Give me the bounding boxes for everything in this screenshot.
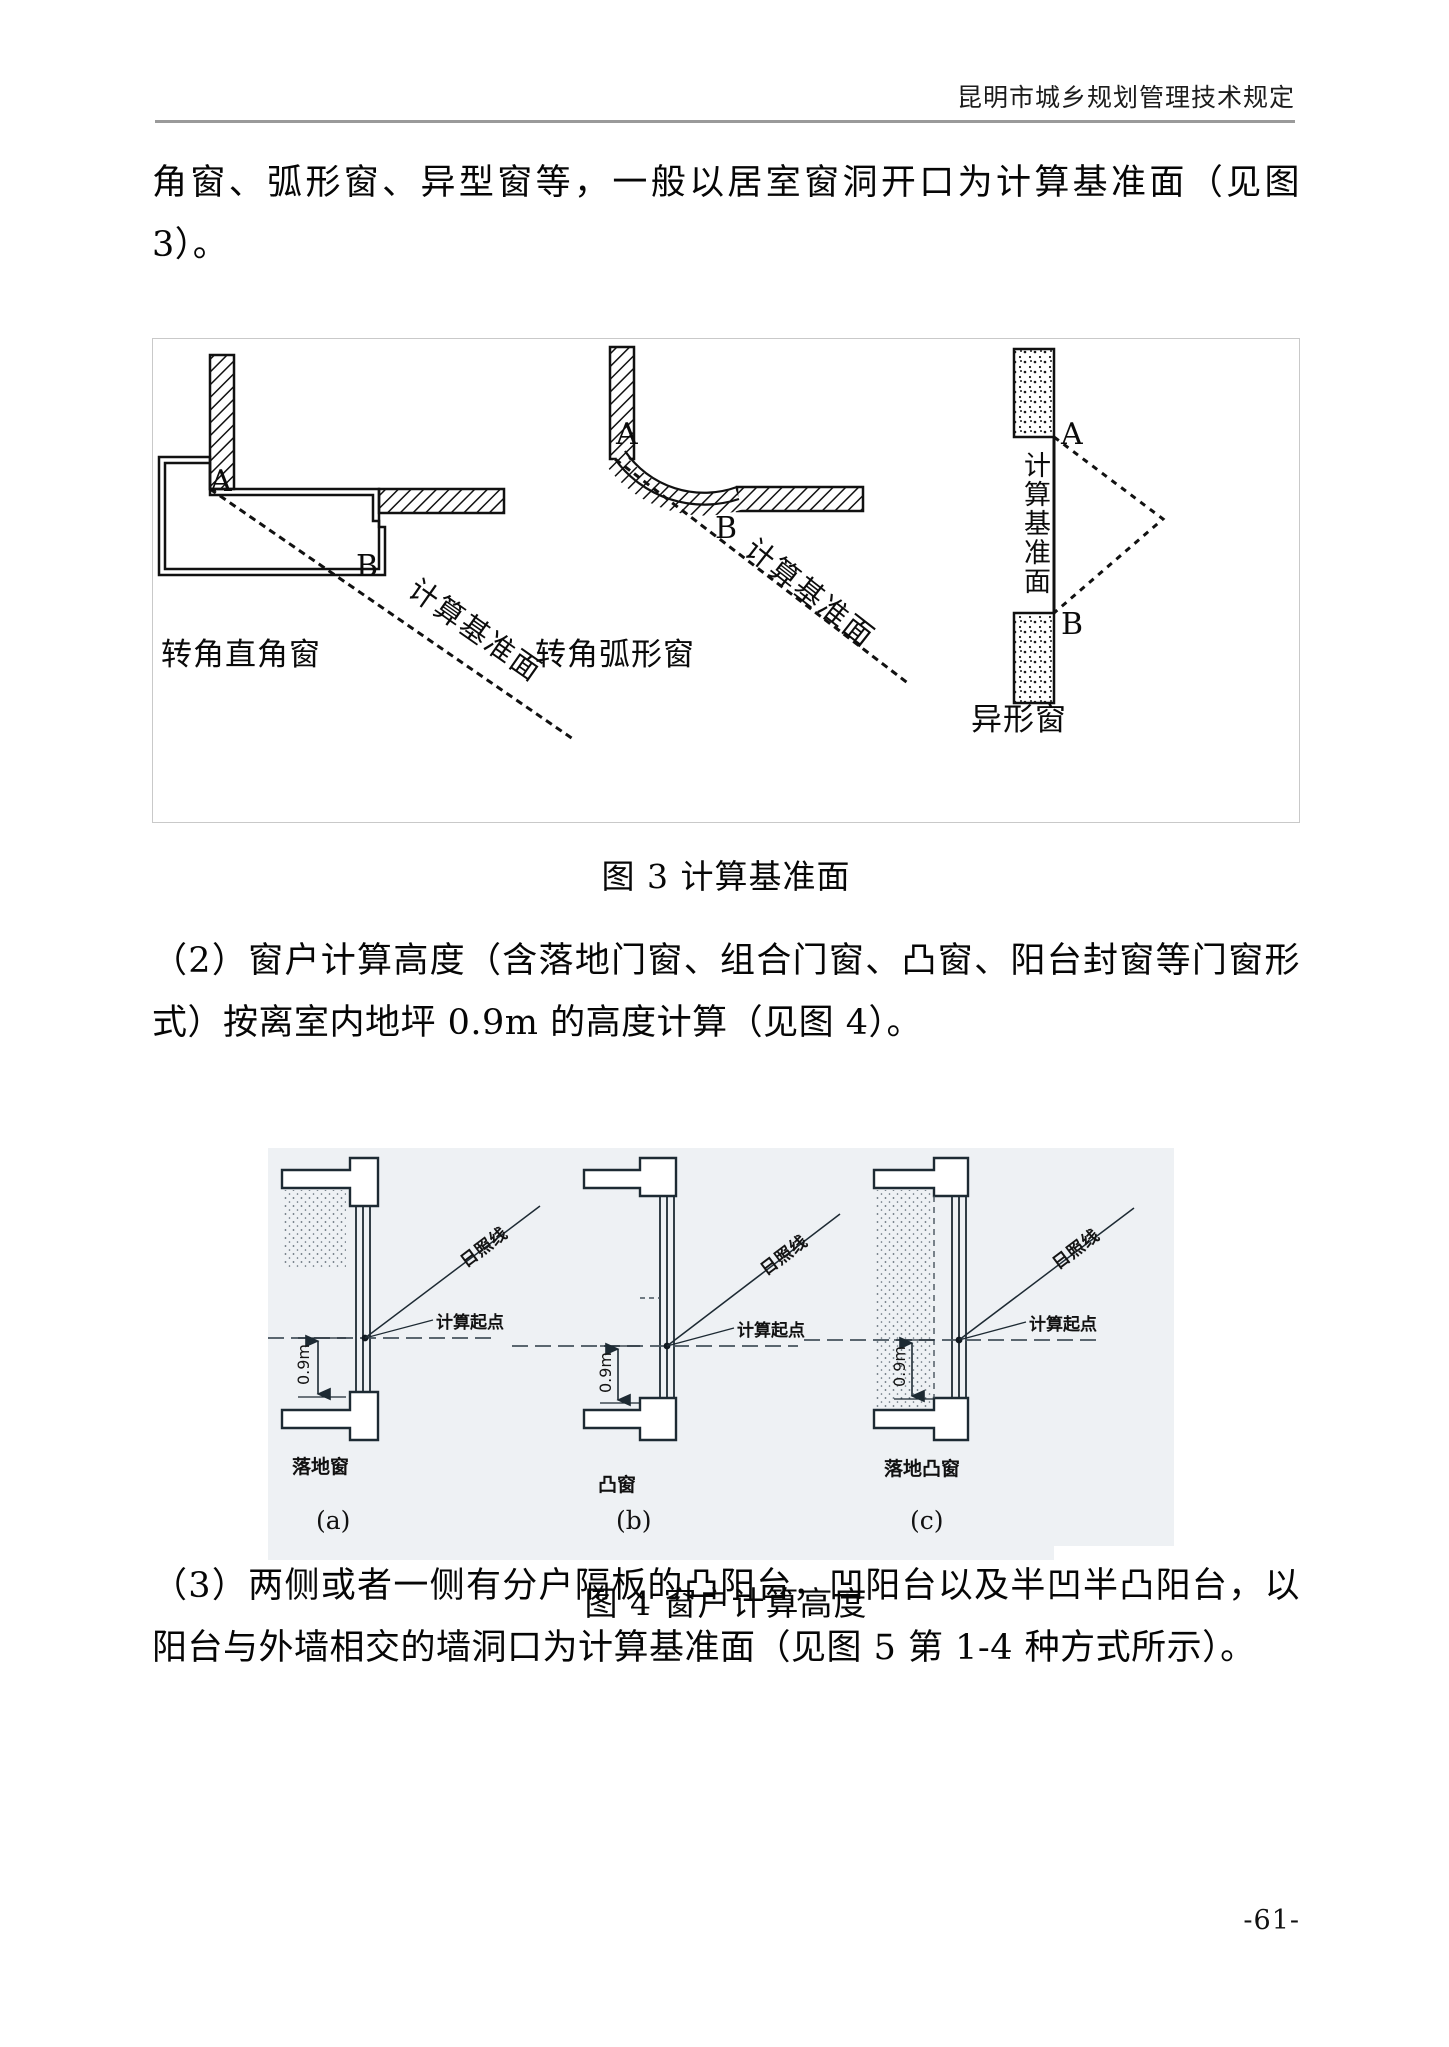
panel-c-startpoint-label: 计算起点 xyxy=(1029,1315,1097,1335)
panel-corner-arc-window xyxy=(606,345,910,686)
panel-french-window xyxy=(268,1156,541,1442)
panel1-caption: 转角直角窗 xyxy=(161,637,321,673)
panel2-point-a: A xyxy=(616,417,638,452)
panel-b-dimension-label: 0.9m xyxy=(596,1352,615,1394)
figure-3-caption: 图 3 计算基准面 xyxy=(601,857,851,896)
panel-a-caption: 落地窗 xyxy=(292,1456,350,1478)
panel-c-caption: 落地凸窗 xyxy=(884,1458,961,1480)
panel2-point-b: B xyxy=(715,511,738,546)
panel-b-letter: (b) xyxy=(616,1506,652,1535)
panel2-caption: 转角弧形窗 xyxy=(535,637,695,673)
panel-b-startpoint-label: 计算起点 xyxy=(737,1321,805,1341)
paragraph-3: （3）两侧或者一侧有分户隔板的凸阳台，凹阳台以及半凹半凸阳台，以阳台与外墙相交的… xyxy=(152,1566,1300,1668)
panel3-point-a: A xyxy=(1061,417,1083,452)
figure-4-container: 日照线 日照线 日照线 计算起点 计算起点 计算起点 0.9m 0.9m 0.9… xyxy=(268,1148,1174,1560)
panel-b-caption: 凸窗 xyxy=(598,1474,637,1496)
panel3-point-b: B xyxy=(1061,607,1084,642)
panel1-point-a: A xyxy=(210,464,232,499)
panel1-point-b: B xyxy=(356,549,379,584)
page-number: -61- xyxy=(1243,1905,1300,1936)
panel-a-letter: (a) xyxy=(316,1506,351,1535)
panel-c-letter: (c) xyxy=(910,1506,944,1535)
running-header: 昆明市城乡规划管理技术规定 xyxy=(956,83,1295,112)
panel-a-dimension-label: 0.9m xyxy=(294,1344,313,1386)
paragraph-1: 角窗、弧形窗、异型窗等，一般以居室窗洞开口为计算基准面（见图 3）。 xyxy=(152,163,1300,265)
panel-a-startpoint-label: 计算起点 xyxy=(436,1313,504,1333)
figure-4-drawing xyxy=(268,1156,1135,1442)
panel3-caption: 异形窗 xyxy=(971,702,1067,738)
figure-3-container: A B 计算基准面 A B 计算基准面 A B 计算基准面 转角直角窗 转角弧形… xyxy=(152,338,1300,823)
panel-corner-right-angle-window xyxy=(157,353,574,741)
figure-4-corner-notch xyxy=(1054,1546,1174,1560)
header-rule xyxy=(155,120,1295,123)
paragraph-2: （2）窗户计算高度（含落地门窗、组合门窗、凸窗、阳台封窗等门窗形式）按离室内地坪… xyxy=(152,941,1300,1043)
panel-irregular-window xyxy=(1012,347,1166,705)
panel-french-bay-window xyxy=(804,1156,1135,1442)
figure-4-caption: 图 4 窗户计算高度 xyxy=(584,1584,868,1623)
panel-c-dimension-label: 0.9m xyxy=(890,1346,909,1388)
panel3-baseline-label: 计算基准面 xyxy=(1019,451,1050,596)
figure-3-drawing xyxy=(157,345,1166,741)
panel-bay-window xyxy=(512,1156,841,1442)
